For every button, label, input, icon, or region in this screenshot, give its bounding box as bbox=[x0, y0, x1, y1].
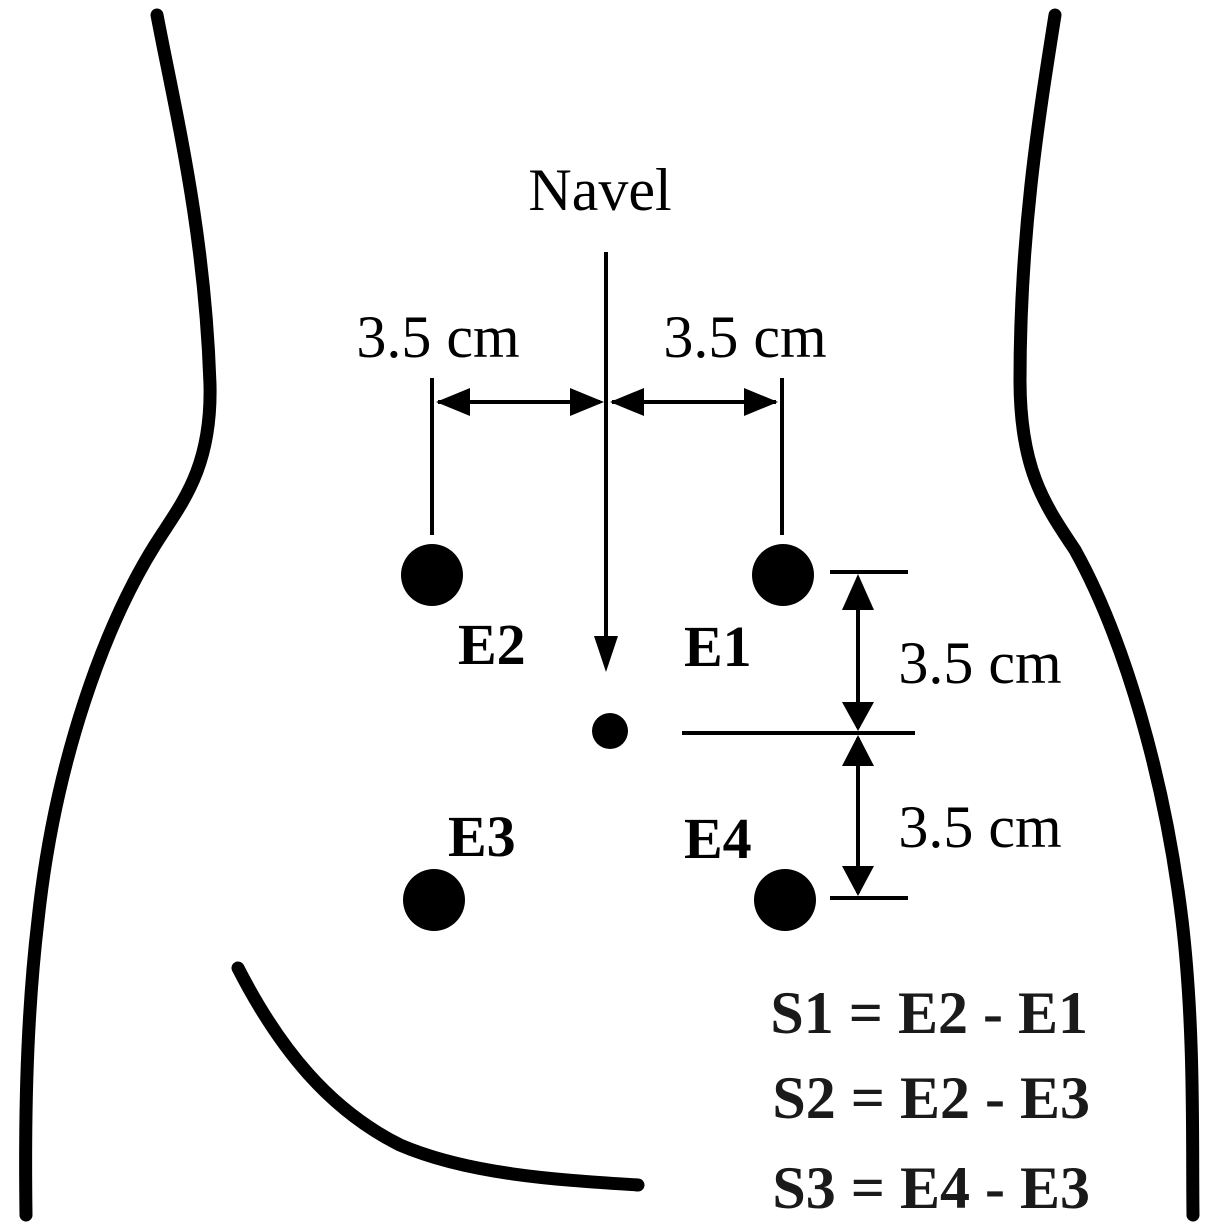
left-dimension-arrowhead-left bbox=[436, 388, 470, 416]
upper-dimension-arrowhead-top bbox=[842, 574, 874, 610]
lower-dimension-arrowhead-top bbox=[842, 735, 874, 766]
left-dimension-arrowhead-right bbox=[570, 388, 604, 416]
electrode-e4-dot bbox=[754, 869, 816, 931]
formula-s3: S3 = E4 - E3 bbox=[772, 1155, 1090, 1221]
right-dimension-arrowhead-left bbox=[610, 388, 644, 416]
right-dimension-arrowhead-right bbox=[744, 388, 778, 416]
electrode-e3-dot bbox=[403, 869, 465, 931]
navel-pointer-arrowhead bbox=[594, 636, 618, 672]
upper-dimension-label: 3.5 cm bbox=[898, 630, 1061, 696]
electrode-e1-dot bbox=[752, 544, 814, 606]
upper-dimension-arrowhead-bottom bbox=[842, 702, 874, 731]
torso-right-outline bbox=[1013, 8, 1200, 1222]
electrode-e1-label: E1 bbox=[684, 614, 752, 679]
navel-label: Navel bbox=[528, 157, 671, 223]
formula-s2: S2 = E2 - E3 bbox=[772, 1065, 1090, 1131]
electrode-e2-label: E2 bbox=[458, 612, 526, 677]
lower-dimension-arrowhead-bottom bbox=[842, 866, 874, 896]
hip-curve bbox=[231, 961, 645, 1192]
lower-dimension-label: 3.5 cm bbox=[898, 794, 1061, 860]
electrode-e3-label: E3 bbox=[448, 804, 516, 869]
navel-point bbox=[592, 713, 628, 749]
electrode-e2-dot bbox=[401, 544, 463, 606]
torso-left-outline bbox=[19, 8, 217, 1222]
electrode-e4-label: E4 bbox=[684, 806, 752, 871]
formula-s1: S1 = E2 - E1 bbox=[770, 980, 1088, 1046]
right-dimension-label: 3.5 cm bbox=[663, 304, 826, 370]
left-dimension-label: 3.5 cm bbox=[356, 304, 519, 370]
